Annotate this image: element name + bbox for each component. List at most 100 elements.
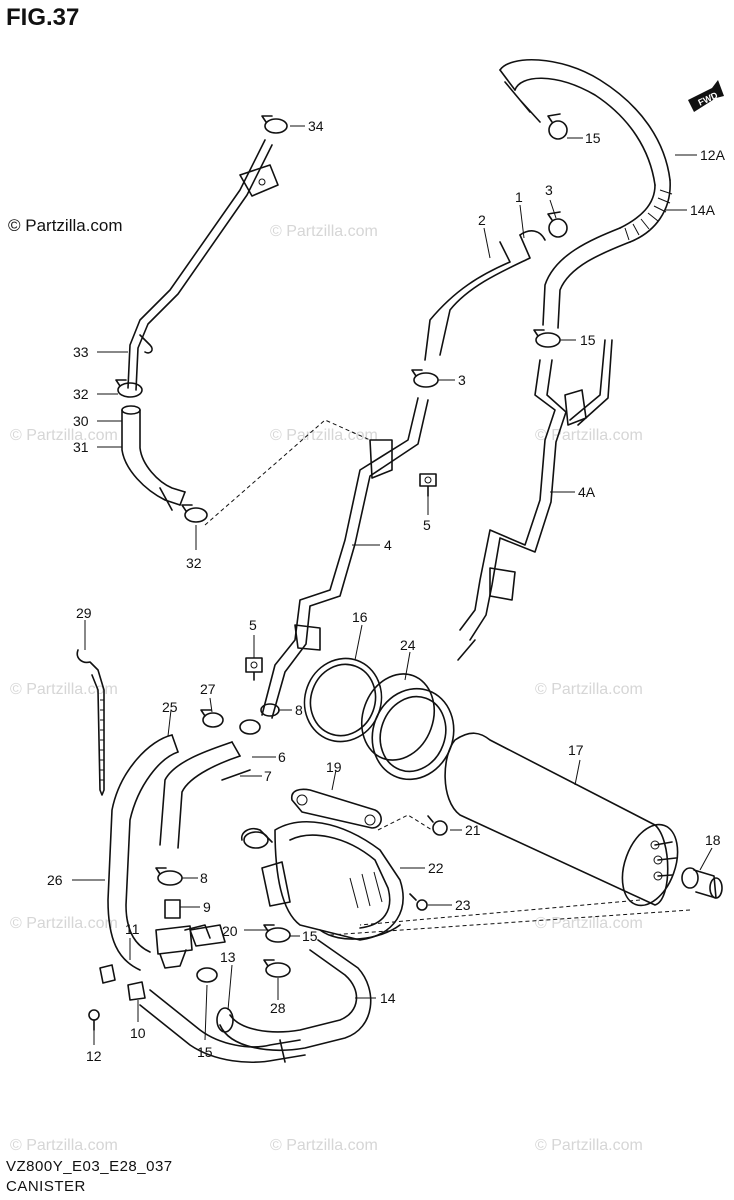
callout-label: 10 — [130, 1025, 146, 1041]
clamp-3-mid — [411, 369, 439, 388]
callout-labels: 34 15 12A 14A 1 2 3 15 3 33 32 30 31 32 … — [47, 118, 726, 1064]
callout-label: 22 — [428, 860, 444, 876]
leader-lines — [72, 125, 713, 1045]
hose-14 — [139, 989, 306, 1063]
callout-label: 32 — [73, 386, 89, 402]
callout-label: 16 — [352, 609, 368, 625]
valve-9 — [155, 899, 211, 969]
clamp-34 — [261, 115, 288, 134]
bolt-12 — [88, 1009, 100, 1031]
callout-label: 33 — [73, 344, 89, 360]
watermark-text: © Partzilla.com — [535, 915, 643, 932]
callout-label: 17 — [568, 742, 584, 758]
clamp-28 — [263, 959, 291, 978]
figure-title: FIG.37 — [6, 4, 80, 31]
watermark-text: © Partzilla.com — [535, 681, 643, 698]
clamp-15-bottom-a — [263, 924, 291, 943]
callout-label: 28 — [270, 1000, 286, 1016]
corrugated-hose-14a — [542, 179, 673, 329]
callout-label: 4A — [578, 484, 596, 500]
section-name: CANISTER — [6, 1178, 86, 1195]
bolt-5-upper — [419, 473, 437, 497]
hose-13 — [216, 939, 372, 1051]
callout-label: 13 — [220, 949, 236, 965]
callout-label: 34 — [308, 118, 324, 134]
connection-guide-line — [204, 419, 371, 526]
clamp-32-top — [115, 379, 143, 398]
clamp-27 — [200, 709, 224, 728]
cap-18 — [681, 867, 723, 899]
callout-label: 14A — [690, 202, 716, 218]
callout-label: 30 — [73, 413, 89, 429]
callout-label: 32 — [186, 555, 202, 571]
pipe-33 — [127, 139, 279, 391]
callout-label: 18 — [705, 832, 721, 848]
callout-label: 3 — [545, 182, 553, 198]
callout-label: 29 — [76, 605, 92, 621]
watermark-layer: © Partzilla.com © Partzilla.com © Partzi… — [10, 223, 643, 1154]
watermark-text: © Partzilla.com — [270, 1137, 378, 1154]
callout-label: 11 — [125, 921, 140, 937]
watermark-text: © Partzilla.com — [270, 223, 378, 240]
callout-label: 15 — [302, 928, 318, 944]
callout-label: 15 — [585, 130, 601, 146]
callout-label: 6 — [278, 749, 286, 765]
connection-guide-line — [329, 899, 691, 936]
watermark-text: © Partzilla.com — [10, 427, 118, 444]
bracket-20 — [189, 924, 226, 947]
watermark-text: © Partzilla.com — [10, 1137, 118, 1154]
callout-label: 15 — [197, 1044, 213, 1060]
callout-label: 31 — [73, 439, 89, 455]
tie-29 — [76, 649, 105, 796]
connection-guide-line — [377, 814, 433, 831]
ring-16 — [303, 657, 383, 743]
callout-label: 19 — [326, 759, 342, 775]
callout-label: 5 — [423, 517, 431, 533]
pipe-4 — [261, 397, 429, 719]
hose-26 — [107, 734, 179, 971]
callout-label: 1 — [515, 189, 523, 205]
model-code: VZ800Y_E03_E28_037 — [6, 1158, 173, 1175]
callout-label: 4 — [384, 537, 392, 553]
watermark-text: © Partzilla.com — [10, 915, 118, 932]
callout-label: 26 — [47, 872, 63, 888]
clamp-8-lower — [155, 867, 183, 886]
canister-17 — [444, 732, 679, 907]
bolt-5-lower — [245, 657, 263, 681]
watermark-text: © Partzilla.com — [270, 427, 378, 444]
callout-label: 27 — [200, 681, 216, 697]
callout-label: 12A — [700, 147, 726, 163]
callout-label: 25 — [162, 699, 178, 715]
callout-label: 5 — [249, 617, 257, 633]
callout-label: 12 — [86, 1048, 102, 1064]
cushion-24 — [361, 673, 455, 781]
callout-label: 3 — [458, 372, 466, 388]
holder-22 — [240, 821, 404, 941]
callout-label: 21 — [465, 822, 481, 838]
callout-label: 23 — [455, 897, 471, 913]
hose-12a — [499, 58, 671, 186]
watermark-text: © Partzilla.com — [10, 681, 118, 698]
callout-label: 15 — [580, 332, 596, 348]
hose-6-7 — [159, 719, 261, 849]
watermark-text: © Partzilla.com — [535, 1137, 643, 1154]
callout-label: 8 — [295, 702, 303, 718]
hose-2 — [424, 230, 546, 361]
watermark-text: © Partzilla.com — [535, 427, 643, 444]
clamp-32-bottom — [181, 504, 208, 523]
callout-label: 14 — [380, 990, 396, 1006]
copyright-notice: © Partzilla.com — [8, 216, 123, 235]
clamp-15-top — [547, 113, 568, 140]
bolt-21 — [427, 815, 448, 836]
callout-label: 20 — [222, 923, 238, 939]
clamp-15-bottom-b — [196, 967, 218, 983]
callout-label: 9 — [203, 899, 211, 915]
callout-label: 7 — [264, 768, 272, 784]
hose-31 — [121, 405, 186, 511]
forward-direction-arrow-icon: FWD — [688, 80, 724, 112]
callout-label: 24 — [400, 637, 416, 653]
callout-label: 2 — [478, 212, 486, 228]
clamp-15-mid — [533, 329, 561, 348]
bracket-19 — [290, 788, 382, 829]
